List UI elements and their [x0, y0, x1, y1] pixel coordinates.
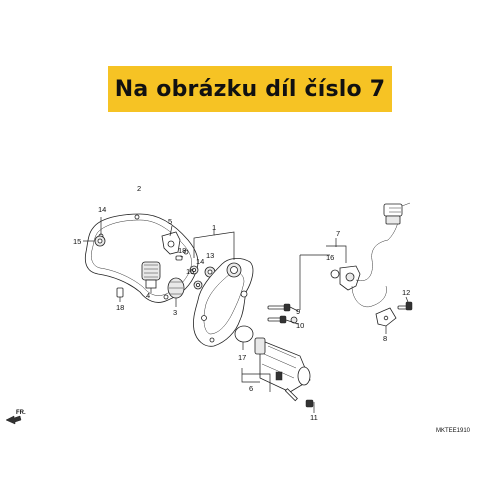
label-15b: 15: [186, 267, 194, 276]
bolt-9: [267, 303, 291, 312]
label-3: 3: [173, 308, 177, 317]
label-4: 4: [146, 291, 150, 300]
reduction-gear: [167, 277, 185, 307]
diagram-code: MKTEE1910: [436, 428, 471, 434]
gear-assembly: [141, 261, 161, 293]
bolt-10: [267, 315, 287, 324]
label-11: 11: [310, 413, 318, 422]
label-12: 12: [402, 288, 410, 297]
label-18b: 18: [116, 303, 124, 312]
label-10: 10: [296, 321, 304, 330]
label-16: 16: [326, 253, 334, 262]
sensor-wire: [355, 221, 399, 282]
label-7: 7: [336, 229, 340, 238]
label-9: 9: [296, 307, 300, 316]
label-6: 6: [249, 384, 253, 393]
front-marker-label: FR.: [16, 410, 26, 416]
label-14a: 14: [98, 205, 106, 214]
shift-motor: [254, 337, 311, 393]
front-arrow-icon: [5, 415, 22, 425]
label-2: 2: [137, 184, 141, 193]
sensor-o-ring: [330, 269, 340, 279]
speed-sensor: [339, 265, 361, 291]
label-18a: 18: [178, 246, 186, 255]
connector: [383, 203, 403, 217]
o-ring: [234, 325, 254, 343]
highlight-banner: Na obrázku díl číslo 7: [108, 66, 392, 112]
banner-text: Na obrázku díl číslo 7: [114, 76, 386, 102]
label-14b: 14: [196, 257, 204, 266]
label-8: 8: [383, 334, 387, 343]
shift-motor-case: [193, 258, 254, 347]
label-15a: 15: [73, 237, 81, 246]
bolt-11: [284, 388, 314, 408]
label-17: 17: [238, 353, 246, 362]
label-1: 1: [212, 223, 216, 232]
label-5: 5: [168, 217, 172, 226]
label-13: 13: [206, 251, 214, 260]
